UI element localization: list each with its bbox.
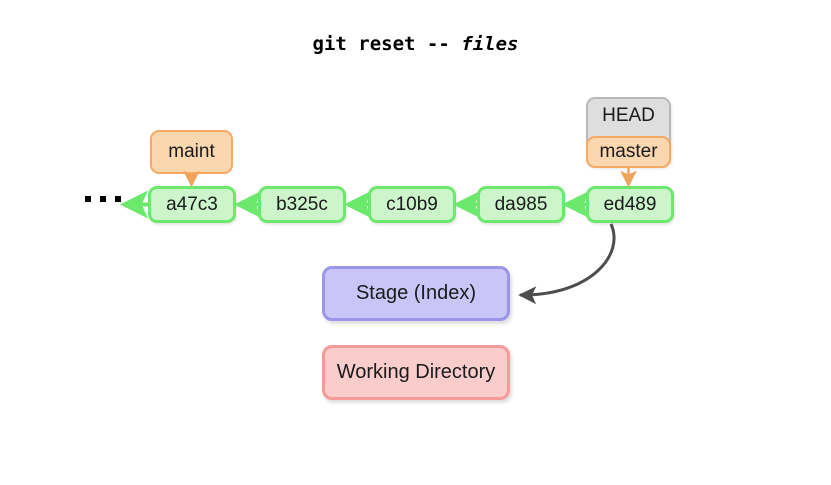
head-label: HEAD [602,105,655,126]
commit-node-b325c[interactable]: b325c [258,186,346,223]
commit-label: ed489 [603,193,657,215]
ellipsis-dot [85,196,91,202]
branch-label-text: maint [168,141,215,162]
commit-label: b325c [276,193,328,215]
diagram-title: git reset -- files [0,33,831,55]
commit-label: da985 [494,193,548,215]
commit-label: c10b9 [386,193,438,215]
ellipsis-dot [100,196,106,202]
history-ellipsis [85,196,121,202]
commit-label: a47c3 [166,193,218,215]
branch-label-maint[interactable]: maint [150,130,233,174]
stage-index-box[interactable]: Stage (Index) [322,266,510,321]
commit-node-ed489[interactable]: ed489 [586,186,674,223]
title-argument: files [461,33,519,55]
working-directory-label: Working Directory [336,361,496,383]
title-command: git reset -- [312,33,462,55]
reset-arrow-ed489-to-stage [518,223,616,305]
branch-label-text: master [599,141,658,162]
stage-index-label: Stage (Index) [355,282,477,304]
commit-node-da985[interactable]: da985 [477,186,565,223]
working-directory-box[interactable]: Working Directory [322,345,510,400]
ellipsis-dot [115,196,121,202]
branch-label-master[interactable]: master [586,136,671,168]
commit-node-a47c3[interactable]: a47c3 [148,186,236,223]
commit-node-c10b9[interactable]: c10b9 [368,186,456,223]
